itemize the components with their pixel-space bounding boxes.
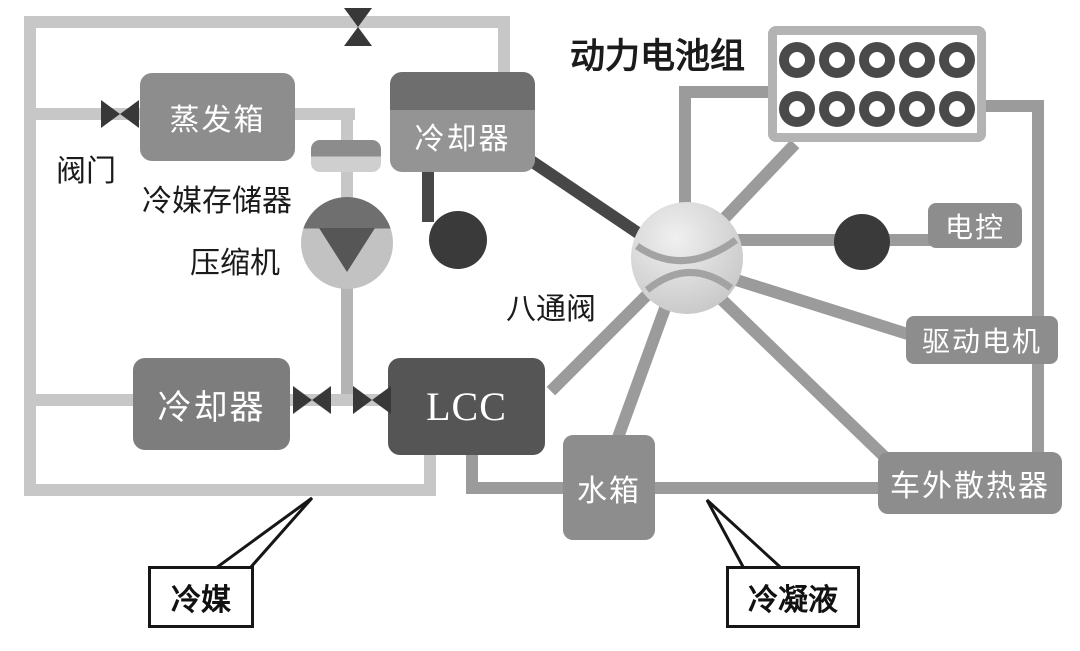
pipe-to-battery [679,86,775,98]
battery-cell-icon [779,41,815,78]
battery-cell-icon [779,90,815,127]
evaporator-box: 蒸发箱 [140,73,295,161]
refrigerant-callout: 冷媒 [148,566,254,628]
pipe-refrigerant-up-to-lcc [424,452,436,486]
water-tank-label: 水箱 [577,474,641,508]
battery-cell-icon [859,41,895,78]
eight-way-valve-label: 八通阀 [506,293,596,326]
valve-triangle-icon [120,100,139,128]
evaporator-label: 蒸发箱 [169,104,266,137]
battery-cell-icon [899,90,935,127]
pipe-refrigerant-left-wall [24,16,36,496]
cooler-top-box: 冷却器 [390,72,535,172]
motor-controller-box: 电控 [928,203,1022,248]
valve-triangle-icon [344,8,372,27]
compressor-label: 压缩机 [190,247,280,280]
battery-cell-icon [939,41,975,78]
pipe-wall-to-chiller [30,394,136,406]
pipe-refrigerant-bottom [24,484,436,496]
compressor-icon [301,197,393,289]
pipe-accumulator-to-compressor [341,168,353,202]
pipe-valve-up [679,86,691,218]
valve-triangle-icon [344,27,372,46]
pipe-right-wall-lower [1032,360,1044,460]
lcc-label: LCC [426,384,507,429]
valve-triangle-icon [312,386,331,414]
battery-pack [768,26,986,142]
battery-pack-cells [777,35,977,133]
pump-icon-left [429,211,487,269]
valve-icon-evaporator [101,100,139,128]
chiller-label: 冷却器 [157,388,266,427]
drive-motor-box: 驱动电机 [906,316,1058,364]
pipe-bottom-coolant [466,482,890,494]
pump-icon-right [834,214,890,270]
battery-cell-icon [899,41,935,78]
external-radiator-box: 车外散热器 [878,452,1062,514]
lcc-box: LCC [388,358,545,455]
valve-icon-top [344,8,372,46]
battery-pack-label: 动力电池组 [570,37,746,76]
pipe-battery-stub-right [972,100,1044,112]
refrigerant-callout-label: 冷媒 [171,584,231,617]
cooler-top-label: 冷却器 [414,123,511,156]
external-radiator-label: 车外散热器 [890,470,1050,503]
water-tank-box: 水箱 [563,435,655,540]
battery-cell-icon [819,41,855,78]
valve-icon-lcc [353,386,391,414]
refrigerant-accumulator-icon [311,140,381,172]
battery-cell-icon [859,90,895,127]
pipe-refrigerant-drop-to-cooler [498,16,510,78]
valve-label: 阀门 [56,155,116,188]
valve-icon-chiller [293,386,331,414]
accumulator-label: 冷媒存储器 [142,185,292,218]
compressor-triangle-icon [319,228,375,272]
pipe-to-accumulator [341,108,353,146]
drive-motor-label: 驱动电机 [921,326,1042,357]
pipe-compressor-down [341,288,353,402]
battery-cell-icon [939,90,975,127]
battery-cell-icon [819,90,855,127]
pipe-right-wall-upper [1032,100,1044,324]
motor-controller-label: 电控 [944,211,1005,243]
valve-triangle-icon [101,100,120,128]
pipe-evaporator-out [293,108,355,120]
pipe-valve-to-pump [733,234,933,246]
pipe-refrigerant-top [24,16,510,28]
condensate-callout-label: 冷凝液 [748,584,838,617]
eight-way-valve-ball-icon [631,202,743,314]
pipe-cooler-to-pump [422,166,434,222]
valve-triangle-icon [353,386,372,414]
valve-triangle-icon [293,386,312,414]
chiller-box: 冷却器 [133,358,290,450]
condensate-callout: 冷凝液 [726,566,860,628]
valve-seams-icon [635,237,739,293]
valve-triangle-icon [372,386,391,414]
